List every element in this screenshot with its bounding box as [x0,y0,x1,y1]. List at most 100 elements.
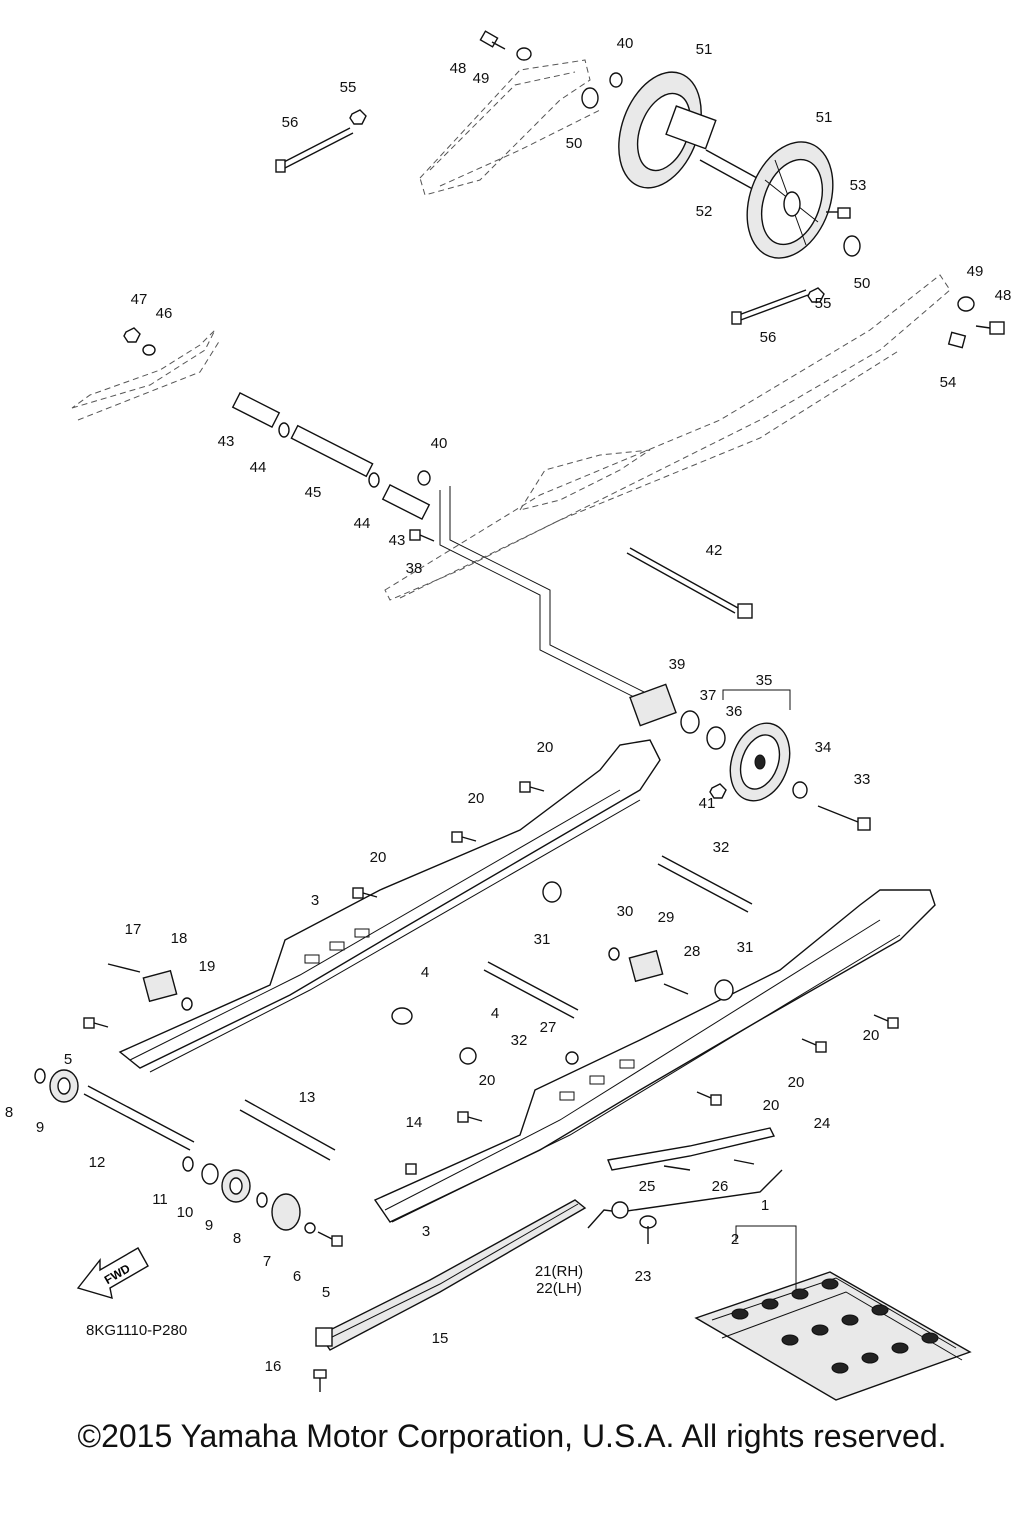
callout-c52: 52 [696,203,713,220]
callout-c10: 10 [177,1204,194,1221]
callout-c47: 47 [131,291,148,308]
clip-19 [181,997,193,1011]
washer-49-top [516,47,532,61]
nut-55-top [349,109,367,125]
callout-c16: 16 [265,1358,282,1375]
seal-10 [201,1163,219,1185]
rear-wheel-51-left [618,71,717,189]
callout-c55a: 55 [340,79,357,96]
bolt-42 [626,547,753,619]
callout-c15: 15 [432,1330,449,1347]
callout-c20b: 20 [468,790,485,807]
callout-c9b: 9 [205,1217,213,1234]
callout-c28: 28 [684,943,701,960]
bolt-38 [409,529,435,542]
nut-27 [565,1051,579,1065]
callout-c38: 38 [406,560,423,577]
callout-c4a: 4 [421,964,429,981]
callout-c53: 53 [850,177,867,194]
bolt-26 [733,1159,755,1165]
slide-rail-3-rear [118,739,661,1069]
callout-c37: 37 [700,687,717,704]
callout-c7: 7 [263,1253,271,1270]
track-2 [694,1271,972,1401]
callout-c46: 46 [156,305,173,322]
collar-40-top [609,72,623,88]
clip-8-left [34,1068,46,1084]
callout-c35: 35 [756,672,773,689]
nut-30 [608,947,620,961]
callout-c56b: 56 [760,329,777,346]
bolt-56-right [731,289,809,325]
callout-c43b: 43 [389,532,406,549]
nut-55-right [807,287,825,303]
shaft-13 [239,1099,336,1161]
callout-c20f: 20 [479,1072,496,1089]
nut-47 [123,327,141,343]
callout-c49a: 49 [473,70,490,87]
callout-c51b: 51 [816,109,833,126]
shaft-32-lower [483,961,579,1019]
screw-25 [663,1165,691,1171]
idler-wheel-35 [729,722,791,802]
callout-c2: 2 [731,1231,739,1248]
bolt-48-right [975,321,1005,335]
bolt-56-top [275,127,354,173]
lower-axle-group [34,1068,417,1247]
callout-c17: 17 [125,921,142,938]
callout-c6: 6 [293,1268,301,1285]
bolt-5-bottom [317,1231,343,1247]
upper-rails [71,274,951,601]
bolts-20 [352,781,899,1123]
callout-c4b: 4 [491,1005,499,1022]
bolt-33 [817,805,871,831]
nut-14 [405,1163,417,1175]
callout-c13: 13 [299,1089,316,1106]
washer-34 [792,781,808,799]
callout-c44a: 44 [250,459,267,476]
callout-c29: 29 [658,909,675,926]
spacer-43-right [381,483,431,521]
callout-c31a: 31 [534,931,551,948]
ring-44-right [368,472,380,488]
washer-4-left [391,1007,413,1025]
callout-c9a: 9 [36,1119,44,1136]
clip-8-right [256,1192,268,1208]
callout-c40b: 40 [431,435,448,452]
callout-c42: 42 [706,542,723,559]
pin-17 [107,963,141,973]
clip-11 [182,1156,194,1172]
callout-c18: 18 [171,930,188,947]
rear-wheel-51-right [746,141,834,259]
callout-c33: 33 [854,771,871,788]
spring-21-22 [587,1169,783,1229]
spacer-31-left [542,881,562,903]
callout-c48b: 48 [995,287,1012,304]
fwd-arrow: FWD [76,1247,149,1299]
drawing-code: 8KG1110-P280 [86,1322,187,1339]
bolt-48-top [479,30,506,50]
callout-c51a: 51 [696,41,713,58]
callout-c5b: 5 [322,1284,330,1301]
callout-c31b: 31 [737,939,754,956]
callout-c21: 21(RH) [535,1263,583,1280]
callout-c36: 36 [726,703,743,720]
lower-rails [83,739,936,1223]
callout-c8b: 8 [233,1230,241,1247]
callout-c54: 54 [940,374,957,391]
stopper-29 [628,949,664,983]
callout-c32a: 32 [713,839,730,856]
callout-c20c: 20 [370,849,387,866]
callout-c1: 1 [761,1197,769,1214]
bolt-23 [639,1215,657,1244]
arm-24 [607,1127,776,1171]
callout-c23: 23 [635,1268,652,1285]
callout-c50b: 50 [854,275,871,292]
washer-49-right [957,296,975,312]
cap-54 [947,331,967,349]
callout-c19: 19 [199,958,216,975]
callout-c20g: 20 [763,1097,780,1114]
callout-c39: 39 [669,656,686,673]
callout-c43a: 43 [218,433,235,450]
